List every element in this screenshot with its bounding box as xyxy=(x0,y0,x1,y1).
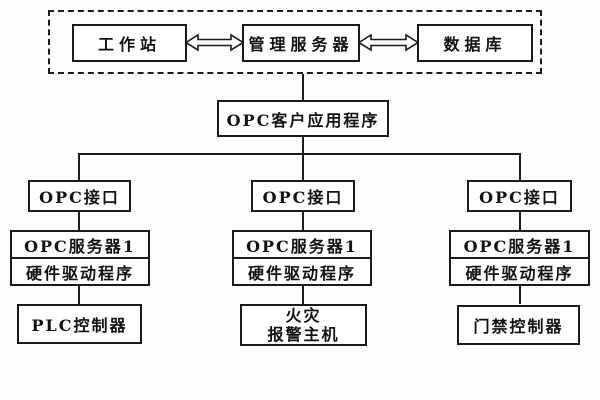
management-server-node: 管理服务器 xyxy=(242,24,360,62)
branch1-plc-controller-node: PLC控制器 xyxy=(17,304,142,344)
opc-client-app-node: OPC客户应用程序 xyxy=(217,100,389,137)
branch3-opc-server-node: OPC服务器1 xyxy=(451,232,588,259)
branch1-server-driver-stack: OPC服务器1 硬件驱动程序 xyxy=(10,230,150,286)
branch3-access-controller-node: 门禁控制器 xyxy=(457,305,580,345)
database-node: 数据库 xyxy=(417,24,533,62)
branch2-server-driver-stack: OPC服务器1 硬件驱动程序 xyxy=(232,230,372,286)
workstation-server-double-arrow-icon xyxy=(185,33,244,52)
branch3-opc-interface-node: OPC接口 xyxy=(467,180,572,212)
connector-line xyxy=(78,212,80,230)
branch2-hardware-driver-node: 硬件驱动程序 xyxy=(247,263,356,283)
connector-line xyxy=(519,286,521,304)
branch1-hardware-driver-node: 硬件驱动程序 xyxy=(25,263,134,283)
connector-line xyxy=(302,74,304,100)
connector-line xyxy=(302,286,304,304)
connector-line xyxy=(302,153,304,181)
connector-line xyxy=(302,137,304,154)
branch2-opc-server-node: OPC服务器1 xyxy=(234,232,370,259)
workstation-node: 工作站 xyxy=(72,24,187,62)
connector-line xyxy=(519,153,521,181)
connector-line xyxy=(302,212,304,230)
branch2-opc-interface-node: OPC接口 xyxy=(251,180,355,212)
management-layer-frame xyxy=(48,10,542,74)
branch2-fire-alarm-host-node: 火灾 报警主机 xyxy=(240,304,367,346)
branch1-opc-server-node: OPC服务器1 xyxy=(12,232,148,259)
distribution-bus-line xyxy=(78,153,521,155)
branch3-server-driver-stack: OPC服务器1 硬件驱动程序 xyxy=(449,230,590,286)
connector-line xyxy=(78,286,80,304)
server-database-double-arrow-icon xyxy=(358,33,419,52)
branch1-opc-interface-node: OPC接口 xyxy=(28,180,131,212)
connector-line xyxy=(519,212,521,230)
branch3-hardware-driver-node: 硬件驱动程序 xyxy=(465,263,574,283)
connector-line xyxy=(78,153,80,181)
